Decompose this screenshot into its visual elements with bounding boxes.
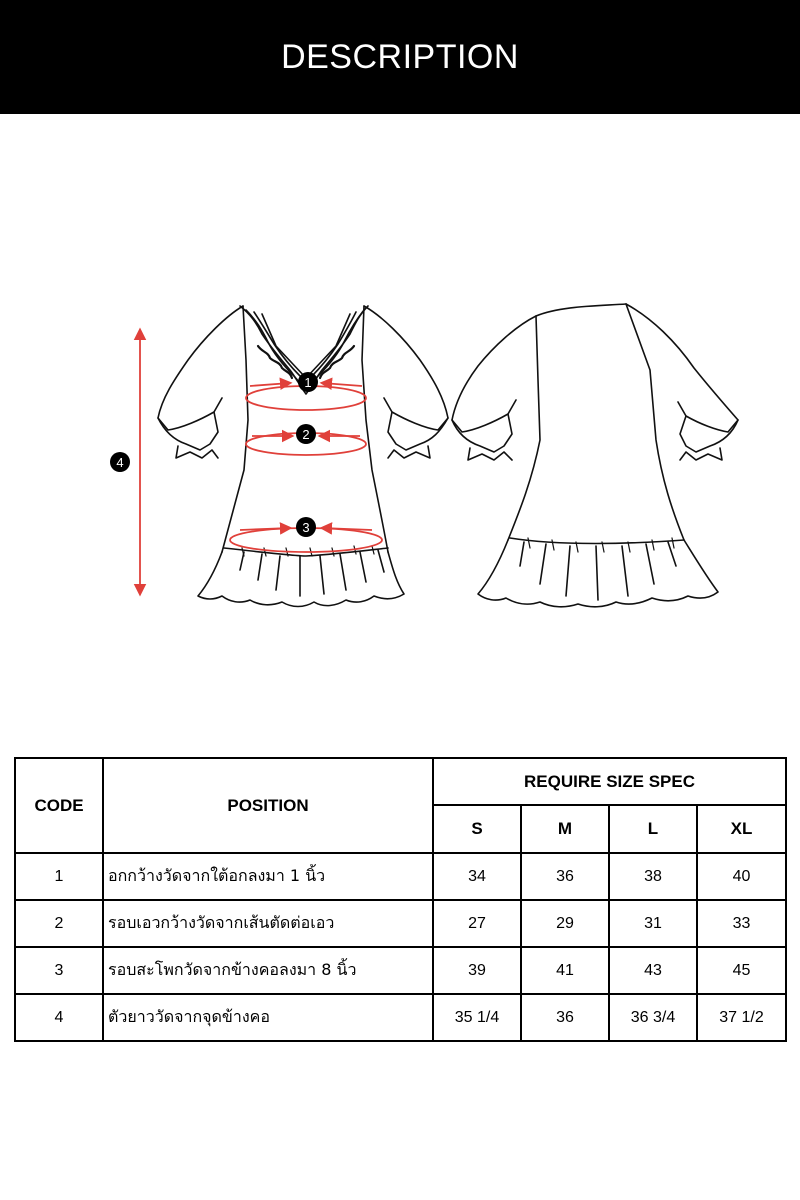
row-code: 2 (14, 899, 104, 948)
measurement-guides (133, 327, 383, 597)
row-value-xl: 40 (695, 852, 788, 901)
row-code: 3 (14, 946, 104, 995)
size-header-m: M (520, 804, 610, 854)
size-header-s: S (432, 804, 522, 854)
table-row: 1 อกกว้างวัดจากใต้อกลงมา 1 นิ้ว 34 36 38… (14, 852, 788, 901)
dress-back-view (451, 303, 739, 608)
marker-4: 4 (110, 452, 130, 472)
position-header: POSITION (102, 757, 434, 854)
row-value-xl: 37 1/2 (695, 993, 788, 1042)
row-value-m: 41 (520, 946, 610, 995)
code-header: CODE (14, 757, 104, 854)
page-title: DESCRIPTION (281, 37, 519, 76)
row-value-m: 29 (520, 899, 610, 948)
row-code: 4 (14, 993, 104, 1042)
row-position: อกกว้างวัดจากใต้อกลงมา 1 นิ้ว (102, 852, 434, 901)
size-header-l: L (608, 804, 698, 854)
size-header-xl: XL (695, 804, 788, 854)
size-spec-header: REQUIRE SIZE SPEC (431, 757, 788, 806)
marker-2: 2 (296, 424, 316, 444)
row-value-s: 27 (432, 899, 522, 948)
page-header: DESCRIPTION (0, 0, 800, 114)
row-position: รอบสะโพกวัดจากข้างคอลงมา 8 นิ้ว (102, 946, 434, 995)
marker-1: 1 (298, 372, 318, 392)
row-value-s: 34 (432, 852, 522, 901)
row-value-l: 38 (608, 852, 698, 901)
table-row: 3 รอบสะโพกวัดจากข้างคอลงมา 8 นิ้ว 39 41 … (14, 946, 788, 995)
marker-3: 3 (296, 517, 316, 537)
row-value-xl: 45 (695, 946, 788, 995)
marker-2-label: 2 (302, 427, 309, 442)
dress-front-view (157, 305, 449, 608)
row-value-l: 43 (608, 946, 698, 995)
row-value-s: 39 (432, 946, 522, 995)
size-spec-table: CODE POSITION REQUIRE SIZE SPEC S M L XL… (14, 757, 788, 1042)
garment-illustration: 1 2 3 4 (110, 303, 739, 608)
table-row: 4 ตัวยาววัดจากจุดข้างคอ 35 1/4 36 36 3/4… (14, 993, 788, 1042)
row-value-s: 35 1/4 (432, 993, 522, 1042)
row-value-xl: 33 (695, 899, 788, 948)
row-value-m: 36 (520, 852, 610, 901)
row-position: รอบเอวกว้างวัดจากเส้นตัดต่อเอว (102, 899, 434, 948)
table-row: 2 รอบเอวกว้างวัดจากเส้นตัดต่อเอว 27 29 3… (14, 899, 788, 948)
marker-4-label: 4 (116, 455, 123, 470)
row-value-l: 31 (608, 899, 698, 948)
row-position: ตัวยาววัดจากจุดข้างคอ (102, 993, 434, 1042)
row-value-l: 36 3/4 (608, 993, 698, 1042)
row-value-m: 36 (520, 993, 610, 1042)
marker-1-label: 1 (304, 375, 311, 390)
row-code: 1 (14, 852, 104, 901)
marker-3-label: 3 (302, 520, 309, 535)
